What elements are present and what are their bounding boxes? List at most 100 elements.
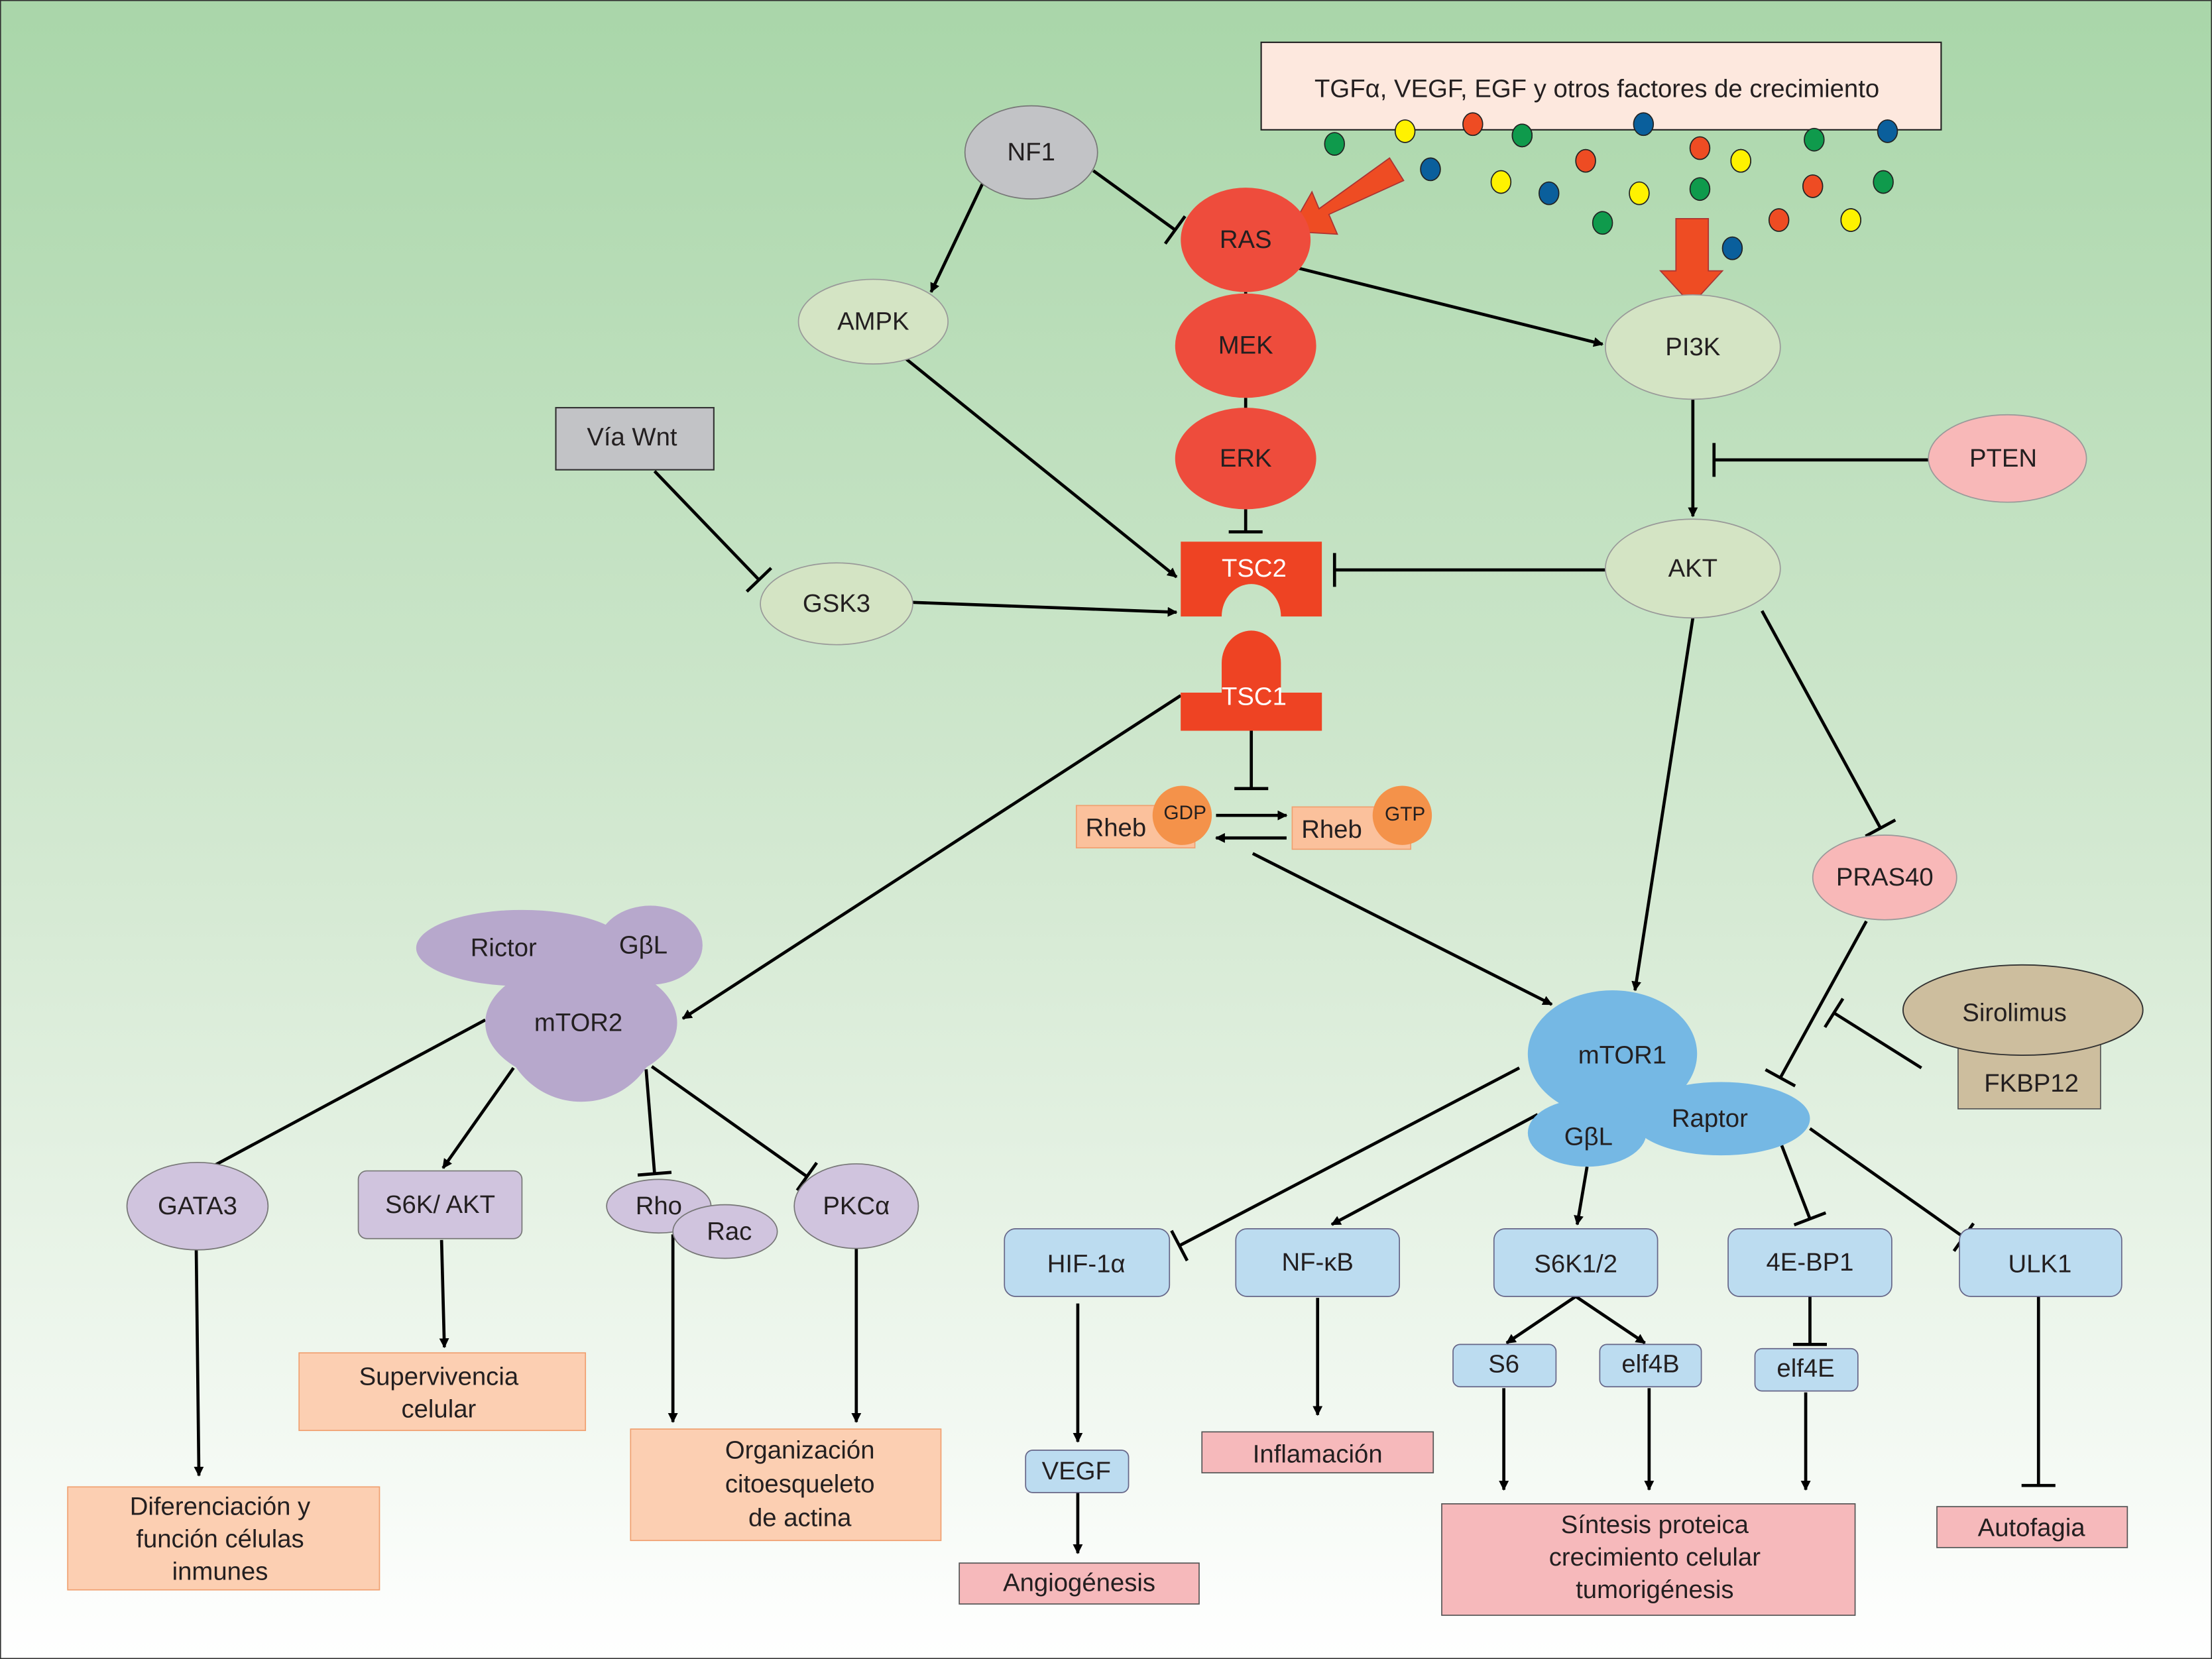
- node-pkca[interactable]: PKCα: [793, 1163, 919, 1249]
- edge-s6k-akt-to-survival: [439, 1239, 449, 1349]
- node-rheb-gtp[interactable]: Rheb GTP: [1291, 785, 1432, 850]
- node-rac[interactable]: Rac: [672, 1204, 778, 1259]
- edges: [194, 169, 2056, 1554]
- node-4ebp1[interactable]: 4E-BP1: [1727, 1228, 1892, 1297]
- output-inflammation: Inflamación: [1201, 1431, 1434, 1473]
- inhibition-bar-mtor1-to-hif1a: [1170, 1230, 1189, 1262]
- node-ampk[interactable]: AMPK: [797, 278, 949, 365]
- eif4b-label: elf4B: [1621, 1349, 1679, 1378]
- node-pten[interactable]: PTEN: [1928, 414, 2087, 503]
- growth-factor-dot-green: [1873, 170, 1894, 194]
- node-s6[interactable]: S6: [1452, 1344, 1557, 1388]
- node-gsk3[interactable]: GSK3: [760, 562, 913, 646]
- rac-label: Rac: [707, 1217, 752, 1245]
- growth-factor-dot-yellow: [1840, 208, 1861, 232]
- node-s6k12[interactable]: S6K1/2: [1493, 1228, 1659, 1297]
- tsc1-label: TSC1: [1222, 683, 1287, 711]
- s6k-akt-label: S6K/ AKT: [385, 1190, 495, 1219]
- node-nfkb[interactable]: NF-κB: [1235, 1228, 1401, 1297]
- actin-line-2: citoesqueleto: [725, 1469, 875, 1498]
- node-eif4b[interactable]: elf4B: [1599, 1344, 1702, 1388]
- rheb-gtp-label: Rheb: [1301, 815, 1362, 844]
- survival-line-1: Supervivencia: [359, 1363, 519, 1391]
- node-pi3k[interactable]: PI3K: [1605, 294, 1781, 400]
- inhibition-bar-sirolimus-to-mtor1: [1824, 998, 1845, 1029]
- wnt-label: Vía Wnt: [587, 423, 677, 451]
- edge-ampk-to-tsc2: [899, 353, 1178, 579]
- gtp-label: GTP: [1385, 803, 1425, 825]
- protein-line-3: tumorigénesis: [1576, 1575, 1733, 1604]
- edge-ras-to-pi3k: [1297, 266, 1604, 347]
- node-gata3[interactable]: GATA3: [126, 1161, 269, 1251]
- eif4e-label: elf4E: [1776, 1354, 1834, 1383]
- s6-label: S6: [1488, 1349, 1519, 1378]
- growth-factor-arrow-to-pi3k: [1659, 218, 1724, 306]
- mek-label: MEK: [1218, 331, 1273, 360]
- immune-line-2: función células: [136, 1524, 304, 1553]
- growth-factor-dot-green: [1592, 211, 1613, 235]
- s6k12-label: S6K1/2: [1534, 1249, 1617, 1278]
- growth-factor-dot-yellow: [1490, 170, 1512, 194]
- pi3k-label: PI3K: [1665, 333, 1720, 361]
- edge-gata3-to-immune: [194, 1237, 204, 1477]
- node-nf1[interactable]: NF1: [964, 105, 1098, 200]
- pten-label: PTEN: [1969, 444, 2037, 473]
- hif1a-label: HIF-1α: [1047, 1249, 1126, 1278]
- output-survival: Supervivencia celular: [298, 1352, 587, 1432]
- edge-s6k12-to-s6: [1505, 1295, 1577, 1345]
- actin-line-1: Organización: [725, 1436, 875, 1464]
- node-pras40[interactable]: PRAS40: [1812, 834, 1957, 921]
- akt-label: AKT: [1668, 554, 1717, 583]
- node-rheb-gdp[interactable]: Rheb GDP: [1075, 785, 1212, 849]
- edge-mtor1-to-nfkb: [1330, 1113, 1539, 1226]
- node-tsc1[interactable]: TSC1: [1181, 630, 1322, 731]
- growth-factor-dot-blue: [1539, 181, 1560, 205]
- edge-mtor1-to-hif1a: [1179, 1066, 1521, 1247]
- node-erk[interactable]: ERK: [1175, 408, 1316, 510]
- node-wnt[interactable]: Vía Wnt: [555, 407, 715, 471]
- node-akt[interactable]: AKT: [1605, 518, 1781, 619]
- angiogenesis-label: Angiogénesis: [1003, 1568, 1155, 1597]
- growth-factor-dot-green: [1689, 177, 1711, 201]
- node-ras[interactable]: RAS: [1181, 188, 1311, 292]
- growth-factor-dot-red: [1768, 208, 1790, 232]
- complex-mtor2[interactable]: Rictor GβL mTOR2: [416, 905, 703, 1102]
- 4ebp1-label: 4E-BP1: [1766, 1248, 1853, 1277]
- output-protein: Síntesis proteica crecimiento celular tu…: [1441, 1503, 1856, 1616]
- node-sirolimus[interactable]: Sirolimus: [1902, 964, 2144, 1057]
- inhibition-bar-wnt-to-gsk3: [745, 567, 773, 593]
- node-ulk1[interactable]: ULK1: [1959, 1228, 2123, 1297]
- growth-factor-box: TGFα, VEGF, EGF y otros factores de crec…: [1260, 41, 1942, 131]
- pras40-label: PRAS40: [1836, 863, 1934, 891]
- node-tsc2[interactable]: TSC2: [1181, 542, 1322, 617]
- inhibition-bar-akt-to-pras40: [1865, 819, 1896, 838]
- growth-factor-dot-blue: [1877, 119, 1898, 143]
- complex-mtor1[interactable]: mTOR1 Raptor GβL: [1527, 990, 1810, 1167]
- node-hif1a[interactable]: HIF-1α: [1004, 1228, 1171, 1297]
- node-s6k-akt[interactable]: S6K/ AKT: [357, 1170, 523, 1239]
- growth-factor-label: TGFα, VEGF, EGF y otros factores de crec…: [1314, 74, 1879, 103]
- node-eif4e[interactable]: elf4E: [1754, 1347, 1859, 1392]
- ampk-label: AMPK: [837, 308, 909, 336]
- survival-line-2: celular: [401, 1395, 476, 1424]
- inhibition-bar-pras40-to-mtor1: [1765, 1068, 1796, 1088]
- growth-factor-dot-red: [1802, 174, 1824, 198]
- immune-line-1: Diferenciación y: [130, 1492, 311, 1520]
- vegf-label: VEGF: [1042, 1457, 1111, 1485]
- edge-pras40-to-mtor1: [1778, 920, 1868, 1079]
- inhibition-bar-nf1-to-ras: [1163, 215, 1187, 245]
- mtor2-gbl-label: GβL: [619, 931, 668, 959]
- growth-factor-arrow-to-ras: [1288, 157, 1405, 235]
- sirolimus-label: Sirolimus: [1962, 998, 2066, 1027]
- growth-factor-dot-blue: [1633, 112, 1655, 137]
- autophagy-label: Autofagia: [1978, 1513, 2086, 1542]
- node-mek[interactable]: MEK: [1175, 293, 1316, 398]
- edge-nf1-to-ampk: [929, 178, 986, 293]
- edge-tsc1-to-mtor2: [681, 694, 1182, 1020]
- node-vegf[interactable]: VEGF: [1025, 1450, 1130, 1493]
- fkbp12-label: FKBP12: [1984, 1069, 2079, 1098]
- mtor2-label: mTOR2: [534, 1008, 622, 1037]
- gsk3-label: GSK3: [803, 589, 870, 618]
- edge-sirolimus-to-mtor1: [1833, 1011, 1922, 1070]
